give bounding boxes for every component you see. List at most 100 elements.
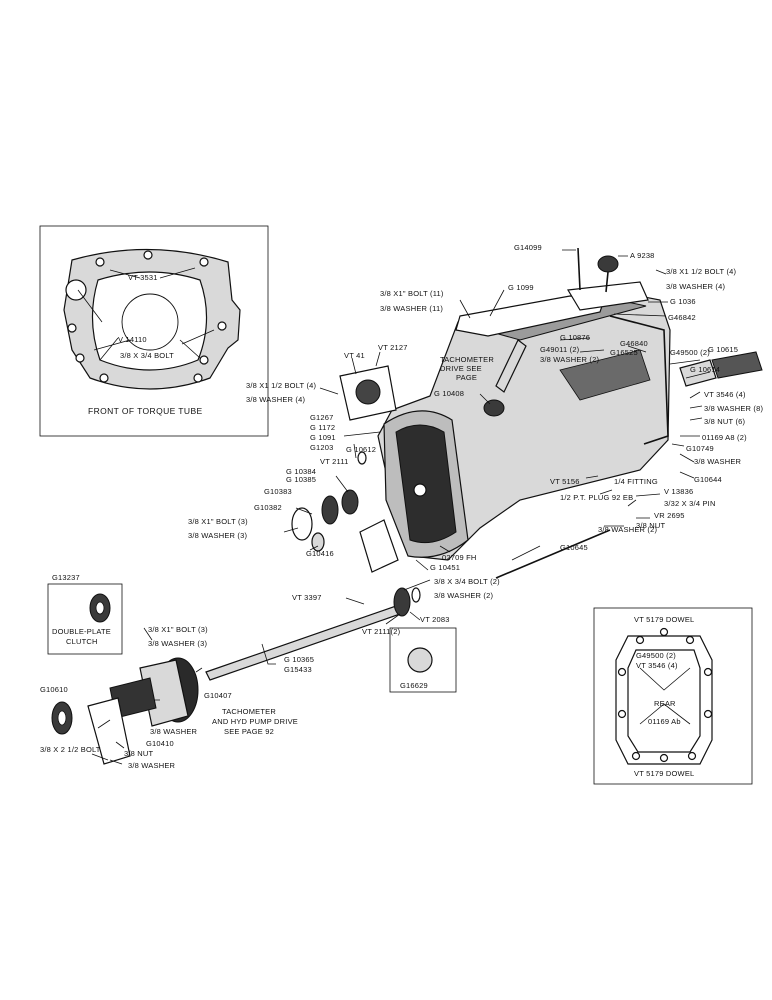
label-nut: 3/8 NUT — [636, 521, 666, 530]
rod-g10645 — [495, 529, 611, 579]
label-g10383: G10383 — [264, 487, 292, 496]
label-bolt2: 3/8 X 3/4 BOLT (2) — [434, 577, 500, 586]
label-vt2111b: VT 2111(2) — [362, 627, 401, 636]
label-tach1: TACHOMETER — [440, 355, 494, 364]
bolt-holes — [67, 250, 227, 383]
label-vt5179-bottom: VT 5179 DOWEL — [634, 769, 694, 778]
label-o1169: 01169 A8 (2) — [702, 433, 747, 442]
label-g10384: G 10384 — [286, 467, 316, 476]
label-g10385: G 10385 — [286, 475, 316, 484]
bearing-cover — [339, 365, 397, 421]
label-g14099: G14099 — [514, 243, 542, 252]
callout-labels: G14099 A 9238 3/8 X1 1/2 BOLT (4) 3/8 WA… — [40, 243, 763, 770]
label-g10416: G10416 — [306, 549, 334, 558]
clutch-box — [47, 583, 123, 655]
label-vr2695: VR 2695 — [654, 511, 685, 520]
cover-plate-right — [567, 281, 649, 311]
label-washer4-left: 3/8 WASHER (4) — [246, 395, 306, 404]
sleeve-g10614 — [679, 359, 717, 387]
bearing-stack — [291, 451, 367, 552]
shaft-bearing — [393, 587, 411, 617]
label-rear: REAR — [654, 699, 676, 708]
label-bolt11: 3/8 X1" BOLT (11) — [380, 289, 444, 298]
label-01169: 01169 Ab — [648, 717, 681, 726]
label-g16629: G16629 — [400, 681, 428, 690]
label-tach3: PAGE — [456, 373, 477, 382]
label-vt2127: VT 2127 — [378, 343, 408, 352]
label-g10749: G10749 — [686, 444, 714, 453]
label-washer-b: 3/8 WASHER — [150, 727, 198, 736]
label-g10645: G10645 — [560, 543, 588, 552]
label-g1036: G 1036 — [670, 297, 696, 306]
inset-frame — [593, 607, 753, 785]
cover-opening — [355, 379, 381, 405]
label-g1091: G 1091 — [310, 433, 336, 442]
label-g10365: G 10365 — [284, 655, 314, 664]
label-g10612: G 10612 — [346, 445, 376, 454]
g16629-part — [407, 647, 433, 673]
label-vt3546: VT 3546 (4) — [636, 661, 678, 670]
label-g10408: G 10408 — [434, 389, 464, 398]
case-interior — [559, 349, 651, 401]
sleeve-g10615 — [711, 351, 763, 379]
label-g15433: G15433 — [284, 665, 312, 674]
snap-ring — [357, 451, 367, 465]
shaft-ring — [411, 587, 421, 603]
label-g46840: G46840 — [620, 339, 648, 348]
bell-opening — [395, 424, 457, 544]
label-g49500: G49500 (2) — [636, 651, 676, 660]
label-g1099: G 1099 — [508, 283, 534, 292]
label-g10382: G10382 — [254, 503, 282, 512]
label-vt2111: VT 2111 — [320, 457, 349, 466]
transmission-case — [377, 289, 671, 561]
label-g13237: G13237 — [52, 573, 80, 582]
retainer-g10382 — [291, 507, 313, 541]
label-g1203: G1203 — [310, 443, 334, 452]
shift-knob — [597, 255, 619, 273]
input-bore — [413, 483, 427, 497]
rear-flange — [609, 315, 669, 445]
label-g10610: G10610 — [40, 685, 68, 694]
label-vt5156: VT 5156 — [550, 477, 580, 486]
label-washer2: 3/8 WASHER (2) — [540, 355, 600, 364]
label-tach-b2: AND HYD PUMP DRIVE — [212, 717, 298, 726]
label-washer2b: 3/8 WASHER (2) — [598, 525, 658, 534]
label-g10615: G 10615 — [708, 345, 738, 354]
bearing-g10384 — [341, 489, 359, 515]
label-tach-b1: TACHOMETER — [222, 707, 276, 716]
leader-lines — [91, 249, 711, 765]
label-washer-r: 3/8 WASHER — [694, 457, 742, 466]
label-g49500: G49500 (2) — [670, 348, 710, 357]
label-g10644: G10644 — [694, 475, 722, 484]
label-nut6: 3/8 NUT (6) — [704, 417, 746, 426]
label-vt41: VT 41 — [344, 351, 365, 360]
label-bolt-b: 3/8 X 2 1/2 BOLT — [40, 745, 101, 754]
label-g1172: G 1172 — [310, 423, 335, 432]
inset-frame — [39, 225, 269, 437]
label-bolt4-left: 3/8 X1 1/2 BOLT (4) — [246, 381, 317, 390]
rear-gasket-inner — [627, 649, 701, 753]
torque-tube-opening — [91, 271, 208, 371]
label-g10451: G 10451 — [430, 563, 460, 572]
label-vt3397: VT 3397 — [292, 593, 322, 602]
label-bolt3b: 3/8 X1" BOLT (3) — [148, 625, 208, 634]
label-washer11: 3/8 WASHER (11) — [380, 304, 443, 313]
bracket-g10410 — [87, 697, 131, 765]
callout-lines — [639, 667, 691, 725]
label-clutch-2: CLUTCH — [66, 637, 98, 646]
g16629-box — [389, 627, 457, 693]
shift-lever — [605, 271, 609, 293]
label-bolt: 3/8 X 3/4 BOLT — [120, 351, 174, 360]
label-washer3b: 3/8 WASHER (3) — [148, 639, 208, 648]
label-vt3546: VT 3546 (4) — [704, 390, 746, 399]
label-g10614: G 10614 — [690, 365, 720, 374]
label-nut-b: 3/8 NUT — [124, 749, 154, 758]
tach-shaft — [495, 339, 527, 393]
small-box — [389, 627, 457, 693]
clutch — [47, 583, 123, 735]
label-o2709: 02709 FH — [442, 553, 477, 562]
label-vi3836: V 13836 — [664, 487, 693, 496]
label-vt5179-top: VT 5179 DOWEL — [634, 615, 694, 624]
label-g16525: G16525 — [610, 348, 638, 357]
